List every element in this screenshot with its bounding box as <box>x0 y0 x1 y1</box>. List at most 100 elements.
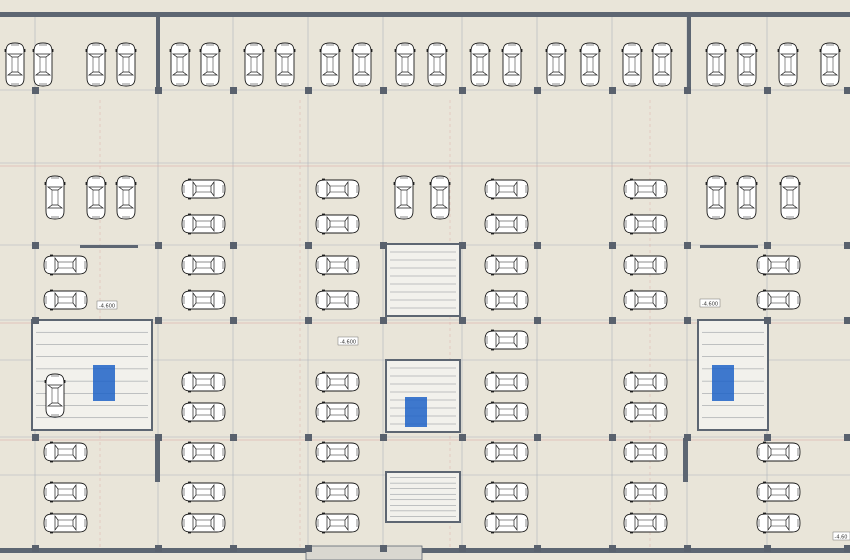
car <box>623 401 668 423</box>
car <box>315 481 360 503</box>
car <box>819 42 841 87</box>
car <box>736 175 758 220</box>
car <box>484 213 529 235</box>
column <box>459 434 466 441</box>
column <box>684 545 691 552</box>
car <box>756 481 801 503</box>
car <box>169 42 191 87</box>
car <box>429 175 451 220</box>
car <box>623 512 668 534</box>
column <box>534 317 541 324</box>
column <box>764 242 771 249</box>
column <box>305 317 312 324</box>
car <box>501 42 523 87</box>
car <box>623 213 668 235</box>
car <box>43 512 88 534</box>
level-tag-text: -4.60 <box>835 534 848 540</box>
car <box>623 441 668 463</box>
car <box>705 175 727 220</box>
column <box>230 242 237 249</box>
car <box>43 441 88 463</box>
car <box>44 373 66 418</box>
car <box>484 254 529 276</box>
column <box>764 87 771 94</box>
column <box>459 242 466 249</box>
car <box>315 289 360 311</box>
car <box>181 289 226 311</box>
car <box>32 42 54 87</box>
level-tag-text: -4.600 <box>340 339 356 345</box>
wall-segment <box>683 438 688 482</box>
car <box>756 289 801 311</box>
column <box>155 87 162 94</box>
column <box>155 317 162 324</box>
column <box>684 87 691 94</box>
wall-segment <box>155 438 160 482</box>
column <box>844 434 850 441</box>
column <box>380 242 387 249</box>
column <box>534 87 541 94</box>
wall-segment <box>80 245 138 248</box>
car <box>484 401 529 423</box>
column <box>609 317 616 324</box>
column <box>380 545 387 552</box>
car <box>705 42 727 87</box>
car <box>243 42 265 87</box>
car <box>484 289 529 311</box>
column <box>844 242 850 249</box>
columns <box>32 87 850 552</box>
lift-shaft <box>405 397 427 427</box>
column <box>534 242 541 249</box>
stair-cores <box>31 243 769 523</box>
car <box>115 42 137 87</box>
car <box>4 42 26 87</box>
car <box>181 441 226 463</box>
car <box>394 42 416 87</box>
column <box>155 242 162 249</box>
car <box>393 175 415 220</box>
car <box>181 178 226 200</box>
column <box>684 317 691 324</box>
car <box>43 254 88 276</box>
column <box>305 434 312 441</box>
car <box>199 42 221 87</box>
column <box>155 545 162 552</box>
level-tags: -4.600 -4.600 -4.600 -4.60 <box>96 298 850 540</box>
car <box>777 42 799 87</box>
column <box>32 434 39 441</box>
car <box>315 441 360 463</box>
car <box>115 175 137 220</box>
car <box>623 289 668 311</box>
column <box>459 87 466 94</box>
column <box>609 242 616 249</box>
column <box>764 545 771 552</box>
column <box>844 545 850 552</box>
car <box>623 178 668 200</box>
column <box>230 317 237 324</box>
level-tag: -4.60 <box>832 531 850 540</box>
car <box>756 254 801 276</box>
level-tag: -4.600 <box>96 300 118 309</box>
stair-core <box>385 471 461 523</box>
car <box>736 42 758 87</box>
car <box>315 512 360 534</box>
car <box>274 42 296 87</box>
column <box>32 545 39 552</box>
car <box>621 42 643 87</box>
column <box>844 317 850 324</box>
column <box>764 317 771 324</box>
wall-segment <box>700 245 758 248</box>
column <box>32 242 39 249</box>
car <box>315 213 360 235</box>
column <box>380 317 387 324</box>
car <box>315 401 360 423</box>
column <box>230 545 237 552</box>
car <box>756 441 801 463</box>
car <box>484 481 529 503</box>
column <box>609 545 616 552</box>
column <box>380 434 387 441</box>
car <box>484 441 529 463</box>
wall-segment <box>687 12 691 94</box>
ramp-entrance <box>305 545 423 560</box>
